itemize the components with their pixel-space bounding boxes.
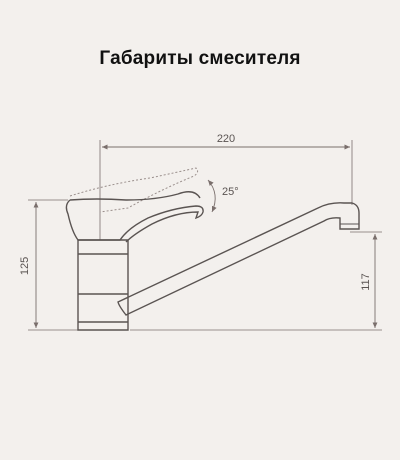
faucet-body — [77, 239, 129, 331]
dim-label-total-height: 125 — [19, 257, 31, 275]
body-outline — [77, 240, 129, 331]
dim-label-spout-length: 220 — [217, 133, 235, 145]
lever-handle-outline — [65, 191, 204, 243]
extension-lines — [28, 140, 382, 331]
page-title: Габариты смесителя — [99, 48, 301, 69]
dim-label-lever-angle: 25° — [222, 186, 239, 198]
lever-raised-outline — [69, 167, 199, 213]
dim-arc-lever-angle — [207, 179, 217, 213]
dim-label-spout-height: 117 — [360, 273, 372, 291]
spout-outline — [117, 202, 360, 316]
